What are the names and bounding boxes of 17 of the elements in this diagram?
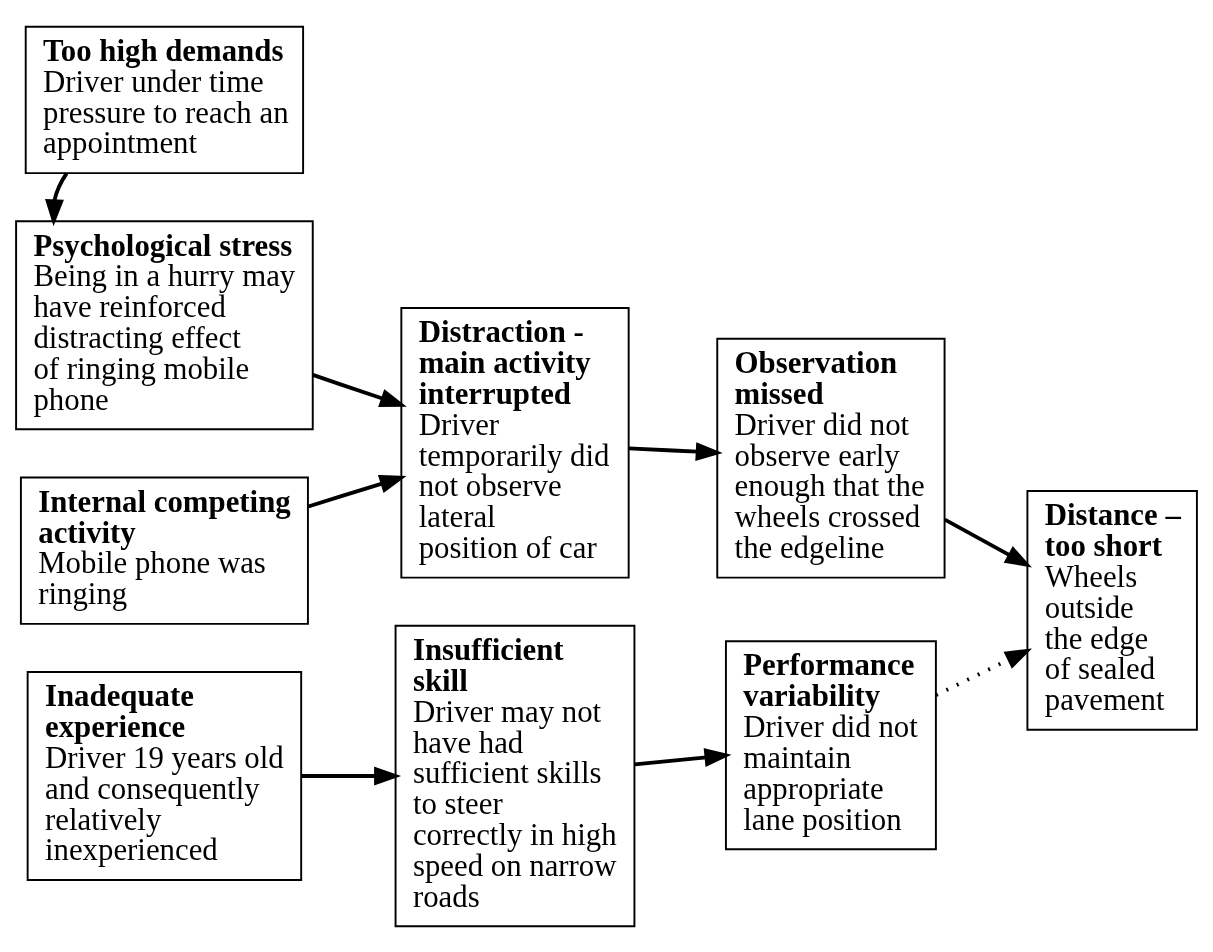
node-box: Insufficient skill Driver may not have had sufficient skills to steer correctly in high speed on narrow roads	[394, 624, 636, 927]
arrow	[628, 441, 723, 461]
node-box: Distance – too short Wheels outside the edge of sealed pavement	[1026, 489, 1198, 731]
node-box: Performance variability Driver did not maintain appropriate lane position	[724, 639, 937, 850]
node-box: Inadequate experience Driver 19 years old and consequently relatively inexperienced	[26, 670, 303, 881]
arrow	[943, 517, 1032, 567]
arrow	[634, 747, 732, 767]
arrow	[301, 766, 402, 785]
node-box: Psychological stress Being in a hurry may have reinforced distracting effect of ringing mobile phone	[15, 219, 314, 430]
node-box: Too high demands Driver under time pressure to reach an appointment	[24, 25, 305, 174]
arrow	[307, 474, 407, 508]
node-box: Internal competing activity Mobile phone was ringing	[19, 476, 309, 625]
node-box: Distraction - main activity interrupted Driver temporarily did not observe lateral position of car	[400, 306, 630, 579]
arrow	[312, 372, 407, 407]
arrow	[45, 171, 69, 226]
arrow	[935, 647, 1032, 697]
node-box: Observation missed Driver did not observe early enough that the wheels crossed the edgeline	[716, 337, 946, 579]
